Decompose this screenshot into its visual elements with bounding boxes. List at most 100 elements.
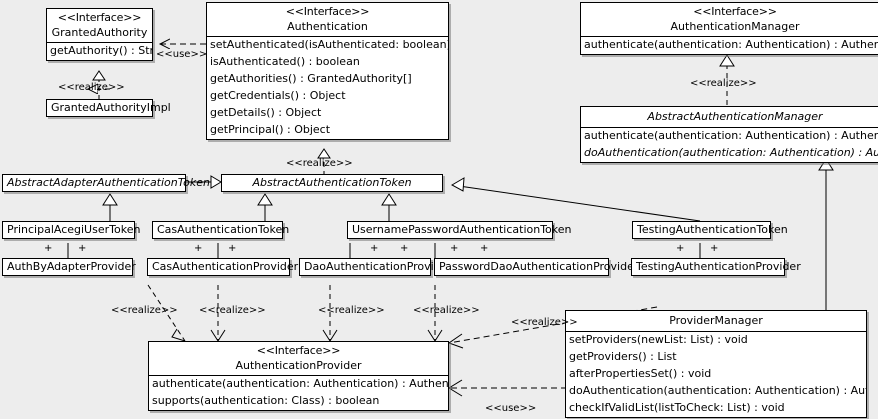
class-name: AuthByAdapterProvider — [7, 260, 136, 273]
divider — [47, 42, 152, 43]
edge-label-use-providermanager-authenticationprovider: <<use>> — [485, 403, 537, 414]
stereotype-label: <<Interface>> — [256, 344, 341, 357]
class-header: <<Interface>> AuthenticationProvider — [149, 342, 448, 375]
member-item: doAuthentication(authentication: Authent… — [584, 145, 878, 159]
class-provider-manager[interactable]: ProviderManager setProviders(newList: Li… — [565, 310, 867, 418]
class-header: PrincipalAcegiUserToken — [3, 222, 140, 238]
class-header: TestingAuthenticationToken — [633, 222, 788, 238]
class-header: ProviderManager — [566, 311, 866, 331]
class-name: GrantedAuthority — [51, 26, 148, 39]
class-cas-authentication-provider[interactable]: CasAuthenticationProvider — [147, 258, 299, 276]
assoc-multiplicity: + — [450, 243, 459, 254]
class-name: GrantedAuthorityImpl — [51, 101, 171, 114]
class-name: UsernamePasswordAuthenticationToken — [352, 223, 572, 236]
class-name: ProviderManager — [669, 314, 763, 327]
member-item: authenticate(authentication: Authenticat… — [584, 38, 878, 51]
class-name: Authentication — [287, 20, 368, 33]
edge-label-realize-grantedauthorityimpl: <<realize>> — [58, 82, 125, 93]
class-header: AbstractAdapterAuthenticationToken — [3, 175, 210, 191]
class-testing-authentication-token[interactable]: TestingAuthenticationToken — [632, 221, 788, 239]
assoc-multiplicity: + — [710, 243, 719, 254]
class-abstract-authentication-token[interactable]: AbstractAuthenticationToken — [221, 174, 443, 192]
class-header: DaoAuthenticationProvider — [300, 259, 452, 275]
class-name: AbstractAuthenticationToken — [252, 176, 412, 189]
member-item: checkIfValidList(listToCheck: List) : vo… — [569, 400, 785, 414]
class-granted-authority-impl[interactable]: GrantedAuthorityImpl — [46, 99, 171, 117]
member-list: setAuthenticated(isAuthenticated: boolea… — [207, 37, 448, 139]
class-header: <<Interface>> AuthenticationManager — [581, 3, 878, 36]
class-authentication[interactable]: <<Interface>> Authentication setAuthenti… — [206, 2, 449, 140]
class-name: AbstractAdapterAuthenticationToken — [7, 176, 210, 189]
stereotype-label: <<Interface>> — [285, 5, 370, 18]
assoc-multiplicity: + — [676, 243, 685, 254]
divider — [581, 127, 878, 128]
member-item: supports(authentication: Class) : boolea… — [152, 393, 380, 407]
edge-label-realize-daoauthenticationprovider: <<realize>> — [318, 305, 385, 316]
edge-label-realize-abstractauthenticationtoken: <<realize>> — [286, 158, 353, 169]
member-item: authenticate(authentication: Authenticat… — [584, 129, 878, 142]
class-authentication-manager[interactable]: <<Interface>> AuthenticationManager auth… — [580, 2, 878, 55]
member-item: getAuthority() : String — [50, 44, 152, 57]
assoc-multiplicity: + — [480, 243, 489, 254]
assoc-multiplicity: + — [78, 243, 87, 254]
assoc-multiplicity: + — [44, 243, 53, 254]
edge-label-realize-abstractauthenticationmanager: <<realize>> — [690, 78, 757, 89]
member-item: getDetails() : Object — [210, 105, 322, 119]
class-principal-acegi-user-token[interactable]: PrincipalAcegiUserToken — [2, 221, 140, 239]
member-list: authenticate(authentication: Authenticat… — [581, 37, 878, 54]
class-dao-authentication-provider[interactable]: DaoAuthenticationProvider — [299, 258, 452, 276]
class-name: AbstractAuthenticationManager — [647, 110, 823, 123]
class-granted-authority[interactable]: <<Interface>> GrantedAuthority getAuthor… — [46, 8, 153, 61]
class-header: CasAuthenticationToken — [153, 222, 290, 238]
member-item: getProviders() : List — [569, 349, 677, 363]
assoc-multiplicity: + — [370, 243, 379, 254]
member-item: getPrincipal() : Object — [210, 122, 331, 136]
divider — [207, 36, 448, 37]
member-item: afterPropertiesSet() : void — [569, 366, 712, 380]
member-item: isAuthenticated() : boolean — [210, 54, 360, 68]
class-name: TestingAuthenticationToken — [637, 223, 788, 236]
class-name: PasswordDaoAuthenticationProvider — [439, 260, 639, 273]
member-item: setProviders(newList: List) : void — [569, 333, 748, 346]
member-list: getAuthority() : String — [47, 43, 152, 60]
class-header: PasswordDaoAuthenticationProvider — [435, 259, 639, 275]
class-abstract-adapter-authentication-token[interactable]: AbstractAdapterAuthenticationToken — [2, 174, 210, 192]
class-name: TestingAuthenticationProvider — [636, 260, 801, 273]
member-list: setProviders(newList: List) : void getPr… — [566, 332, 866, 417]
assoc-multiplicity: + — [228, 243, 237, 254]
assoc-multiplicity: + — [194, 243, 203, 254]
class-header: GrantedAuthorityImpl — [47, 100, 171, 116]
class-header: TestingAuthenticationProvider — [632, 259, 801, 275]
edge-label-realize-providermanager: <<realize>> — [511, 317, 578, 328]
class-header: AbstractAuthenticationManager — [581, 107, 878, 127]
class-username-password-authentication-token[interactable]: UsernamePasswordAuthenticationToken — [347, 221, 572, 239]
member-list: authenticate(authentication: Authenticat… — [581, 128, 878, 162]
edge-label-use-authentication-grantedauthority: <<use>> — [156, 49, 208, 60]
class-header: CasAuthenticationProvider — [148, 259, 299, 275]
class-header: AuthByAdapterProvider — [3, 259, 136, 275]
class-name: CasAuthenticationProvider — [152, 260, 299, 273]
class-abstract-authentication-manager[interactable]: AbstractAuthenticationManager authentica… — [580, 106, 878, 163]
class-header: UsernamePasswordAuthenticationToken — [348, 222, 572, 238]
member-item: setAuthenticated(isAuthenticated: boolea… — [210, 38, 448, 51]
edge-generalize-testingauthenticationtoken — [451, 184, 701, 222]
class-password-dao-authentication-provider[interactable]: PasswordDaoAuthenticationProvider — [434, 258, 639, 276]
class-testing-authentication-provider[interactable]: TestingAuthenticationProvider — [631, 258, 801, 276]
member-item: getAuthorities() : GrantedAuthority[] — [210, 71, 412, 85]
class-header: AbstractAuthenticationToken — [222, 175, 442, 191]
member-item: authenticate(authentication: Authenticat… — [152, 377, 448, 390]
class-name: AuthenticationManager — [670, 20, 800, 33]
divider — [149, 375, 448, 376]
edge-label-realize-casauthenticationprovider: <<realize>> — [199, 305, 266, 316]
class-authentication-provider[interactable]: <<Interface>> AuthenticationProvider aut… — [148, 341, 449, 411]
divider — [581, 36, 878, 37]
divider — [566, 331, 866, 332]
assoc-multiplicity: + — [400, 243, 409, 254]
class-auth-by-adapter-provider[interactable]: AuthByAdapterProvider — [2, 258, 136, 276]
edge-label-realize-authbyadapterprovider: <<realize>> — [111, 305, 178, 316]
class-name: AuthenticationProvider — [235, 359, 362, 372]
class-header: <<Interface>> GrantedAuthority — [47, 9, 152, 42]
class-cas-authentication-token[interactable]: CasAuthenticationToken — [152, 221, 290, 239]
class-name: CasAuthenticationToken — [157, 223, 290, 236]
